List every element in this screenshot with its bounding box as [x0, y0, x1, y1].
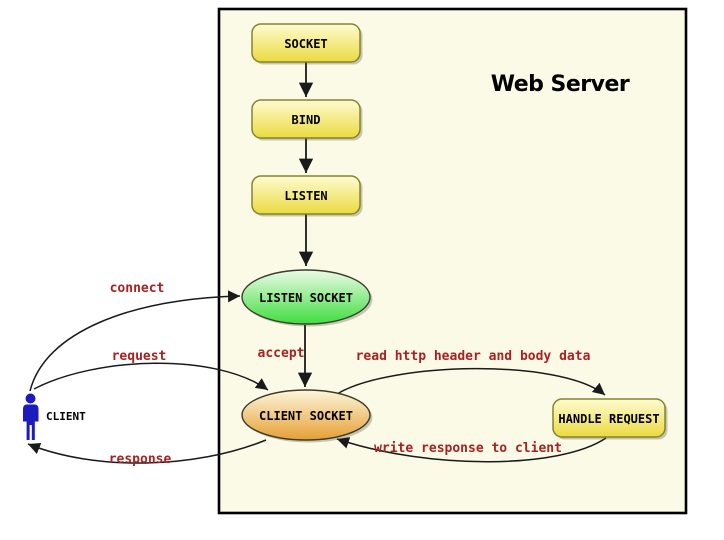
node-socket-label: SOCKET [284, 37, 327, 51]
arrow-read-http [336, 367, 606, 396]
node-handle-request: HANDLE REQUEST [552, 398, 668, 440]
edge-label-response: response [109, 452, 172, 467]
edge-label-read-http: read http header and body data [356, 349, 591, 364]
node-bind-label: BIND [292, 113, 321, 127]
node-client-socket-label: CLIENT SOCKET [259, 409, 353, 423]
node-client-socket: CLIENT SOCKET [241, 389, 373, 443]
node-listen-socket-label: LISTEN SOCKET [259, 291, 353, 305]
node-listen-socket: LISTEN SOCKET [241, 269, 373, 327]
node-listen-label: LISTEN [284, 189, 327, 203]
client-actor-body [23, 404, 39, 440]
client-actor: CLIENT [23, 393, 86, 440]
node-listen-shape [251, 175, 361, 215]
node-handle-request-shape [552, 398, 666, 438]
node-bind-shape [251, 99, 361, 139]
node-socket-shape [251, 23, 361, 63]
arrow-request [33, 362, 269, 391]
node-client-socket-shape [241, 389, 371, 441]
node-handle-request-label: HANDLE REQUEST [558, 412, 659, 426]
client-actor-label: CLIENT [46, 410, 86, 423]
client-actor-head [25, 393, 36, 404]
node-listen-socket-shape [241, 269, 371, 325]
arrow-connect [29, 290, 241, 392]
node-socket: SOCKET [251, 23, 363, 65]
edge-label-request: request [112, 349, 167, 364]
node-listen: LISTEN [251, 175, 363, 217]
node-bind: BIND [251, 99, 363, 141]
edge-label-connect: connect [110, 281, 165, 296]
arrow-write-response [336, 437, 607, 463]
arrow-response [27, 439, 267, 464]
edge-label-accept: accept [258, 346, 305, 361]
web-server-title: Web Server [491, 72, 630, 97]
edge-label-write-response: write response to client [374, 441, 562, 456]
